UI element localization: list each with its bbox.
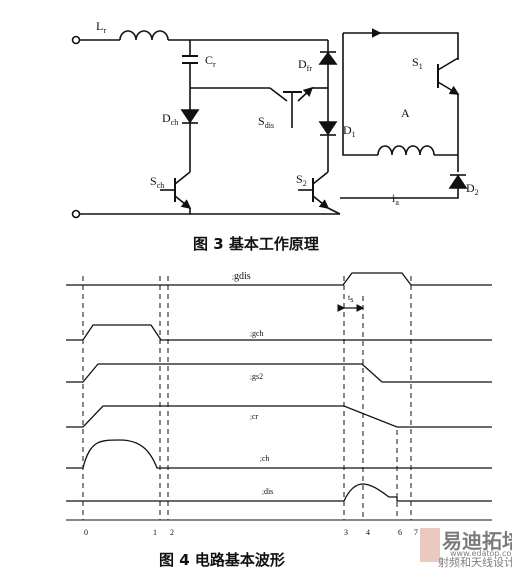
inductor-lr: [119, 30, 169, 41]
label-gs2: ;gs2: [250, 372, 263, 381]
watermark-url: www.edatop.com: [450, 549, 512, 558]
diode-d2: [448, 174, 468, 189]
time-label-3: 3: [344, 528, 348, 537]
waveform-ch: [66, 439, 492, 469]
watermark-logo: 易迪拓培训 射频和天线设计专家 www.edatop.com: [420, 528, 512, 569]
diode-dch: [180, 109, 200, 124]
waveform-labels: ;gdis ;gch ;gs2 ;cr ;ch ;dis ts: [232, 271, 353, 496]
figure3-caption: 图 3 基本工作原理: [193, 235, 319, 253]
label-ia: ia: [392, 191, 399, 207]
label-d1: D1: [343, 123, 356, 139]
label-s1: S1: [412, 55, 423, 71]
waveform-gdis: [66, 272, 492, 286]
waveform-gs2: [66, 363, 492, 383]
time-label-2: 2: [170, 528, 174, 537]
input-terminal-top: [71, 35, 81, 45]
label-sdis: Sdis: [258, 114, 274, 130]
label-sch: Sch: [150, 174, 164, 190]
circuit-diagram: [71, 28, 468, 219]
label-cr: Cr: [205, 53, 216, 69]
watermark-subtitle: 射频和天线设计专家: [438, 555, 512, 569]
label-dis-wave: ;dis: [262, 487, 273, 496]
time-labels: 0 1 2 3 4 6 7: [84, 528, 418, 537]
label-lr: Lr: [96, 19, 106, 35]
input-terminal-bottom: [71, 209, 81, 219]
time-label-4: 4: [366, 528, 370, 537]
label-s2: S2: [296, 172, 307, 188]
time-label-1: 1: [153, 528, 157, 537]
label-a: A: [401, 106, 410, 120]
time-label-0: 0: [84, 528, 88, 537]
label-ts: ts: [348, 293, 353, 304]
figure4-caption: 图 4 电路基本波形: [159, 551, 285, 569]
waveform-dis: [66, 483, 492, 502]
circuit-labels: Lr Cr Dfr S1 Dch Sdis D1 A Sch S2 ia D2: [96, 19, 479, 207]
label-ch-wave: ;ch: [260, 454, 270, 463]
label-dch: Dch: [162, 111, 178, 127]
waveform-gch: [66, 324, 492, 341]
watermark-title: 易迪拓培训: [442, 529, 512, 553]
waveform-diagram: [66, 272, 492, 521]
label-dfr: Dfr: [298, 57, 312, 73]
label-cr-wave: ;cr: [250, 412, 259, 421]
time-label-7: 7: [414, 528, 418, 537]
label-gdis: ;gdis: [232, 271, 251, 282]
inductor-a: [377, 145, 435, 156]
time-marker-lines: [82, 276, 412, 520]
diode-dfr: [318, 51, 338, 65]
watermark-mark: [420, 528, 440, 562]
waveform-cr: [66, 405, 492, 428]
label-gch: ;gch: [250, 329, 264, 338]
time-label-6: 6: [398, 528, 402, 537]
diode-d1: [318, 121, 338, 136]
label-d2: D2: [466, 181, 479, 197]
